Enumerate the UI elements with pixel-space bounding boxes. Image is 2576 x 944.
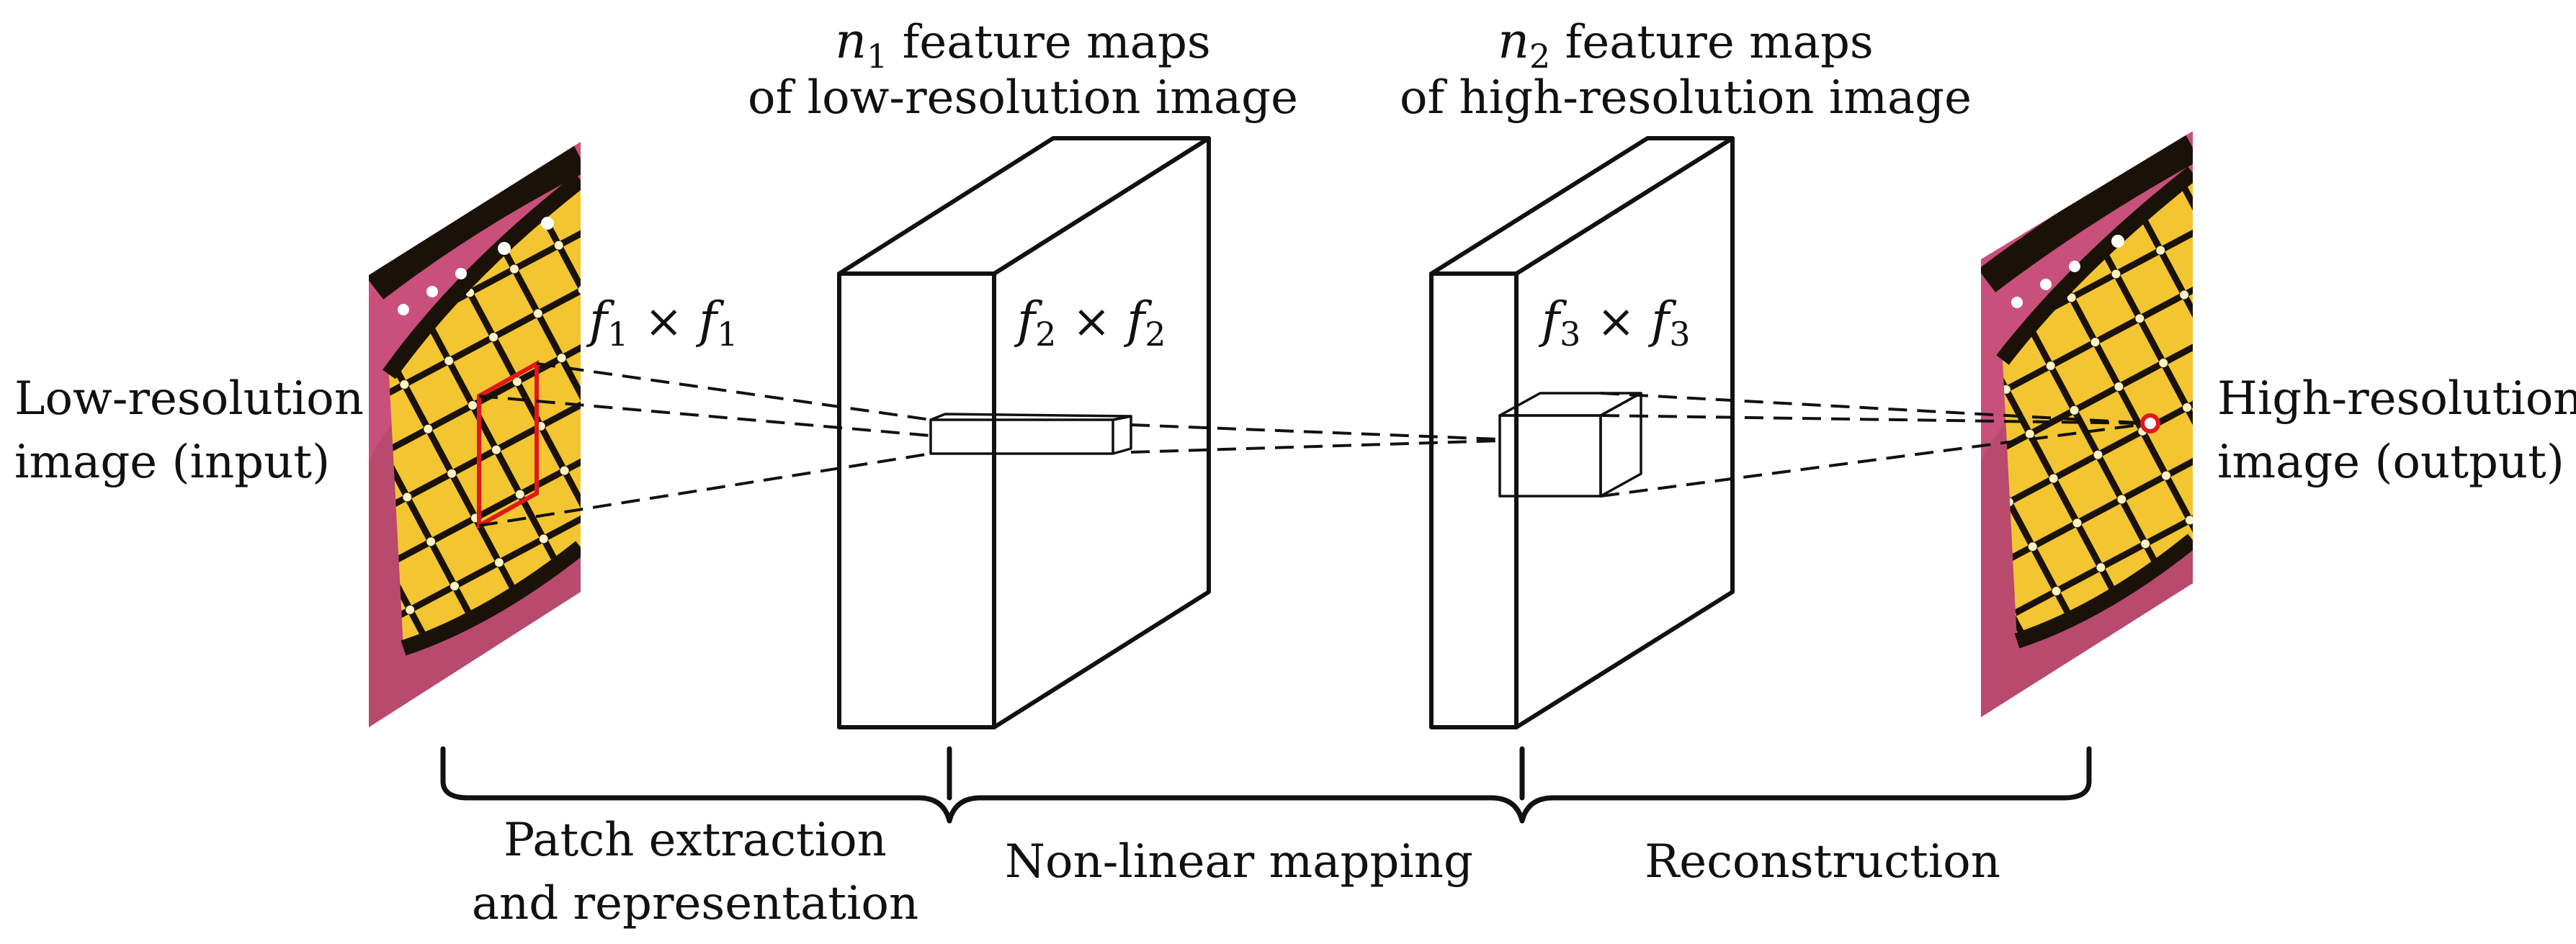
- output-pixel-marker: [2140, 413, 2160, 433]
- layer1-title-line1: n1 feature maps: [835, 13, 1211, 76]
- stage1-label-line1: Patch extraction: [504, 814, 887, 867]
- stage-brace-ticks: [947, 746, 1525, 801]
- block2-front: [1429, 271, 1519, 729]
- input-label-line2: image (input): [14, 436, 330, 489]
- projection-lines: [478, 362, 2151, 527]
- feature-block-2: [1429, 136, 1735, 729]
- layer1-title-line2: of low-resolution image: [748, 71, 1298, 125]
- stage3-label: Reconstruction: [1645, 835, 2000, 889]
- layer2-title-line1: n2 feature maps: [1498, 13, 1874, 76]
- filter-cube-3: [1498, 392, 1642, 498]
- stage2-label: Non-linear mapping: [1005, 835, 1473, 889]
- input-image: [369, 142, 581, 727]
- patch-outline: [477, 359, 539, 530]
- output-image: [1981, 131, 2193, 717]
- stage1-label-line2: and representation: [472, 877, 918, 930]
- output-label-line1: High-resolution: [2217, 372, 2576, 426]
- filter-size-f1: f1×f1: [586, 292, 738, 354]
- input-label-line1: Low-resolution: [14, 372, 364, 426]
- block1-front: [837, 271, 996, 729]
- layer2-title-line2: of high-resolution image: [1400, 71, 1972, 125]
- output-label-line2: image (output): [2217, 436, 2564, 489]
- filter-cuboid-1: [929, 413, 1132, 455]
- feature-block-1: [837, 136, 1211, 729]
- stage-brace: [440, 746, 2092, 824]
